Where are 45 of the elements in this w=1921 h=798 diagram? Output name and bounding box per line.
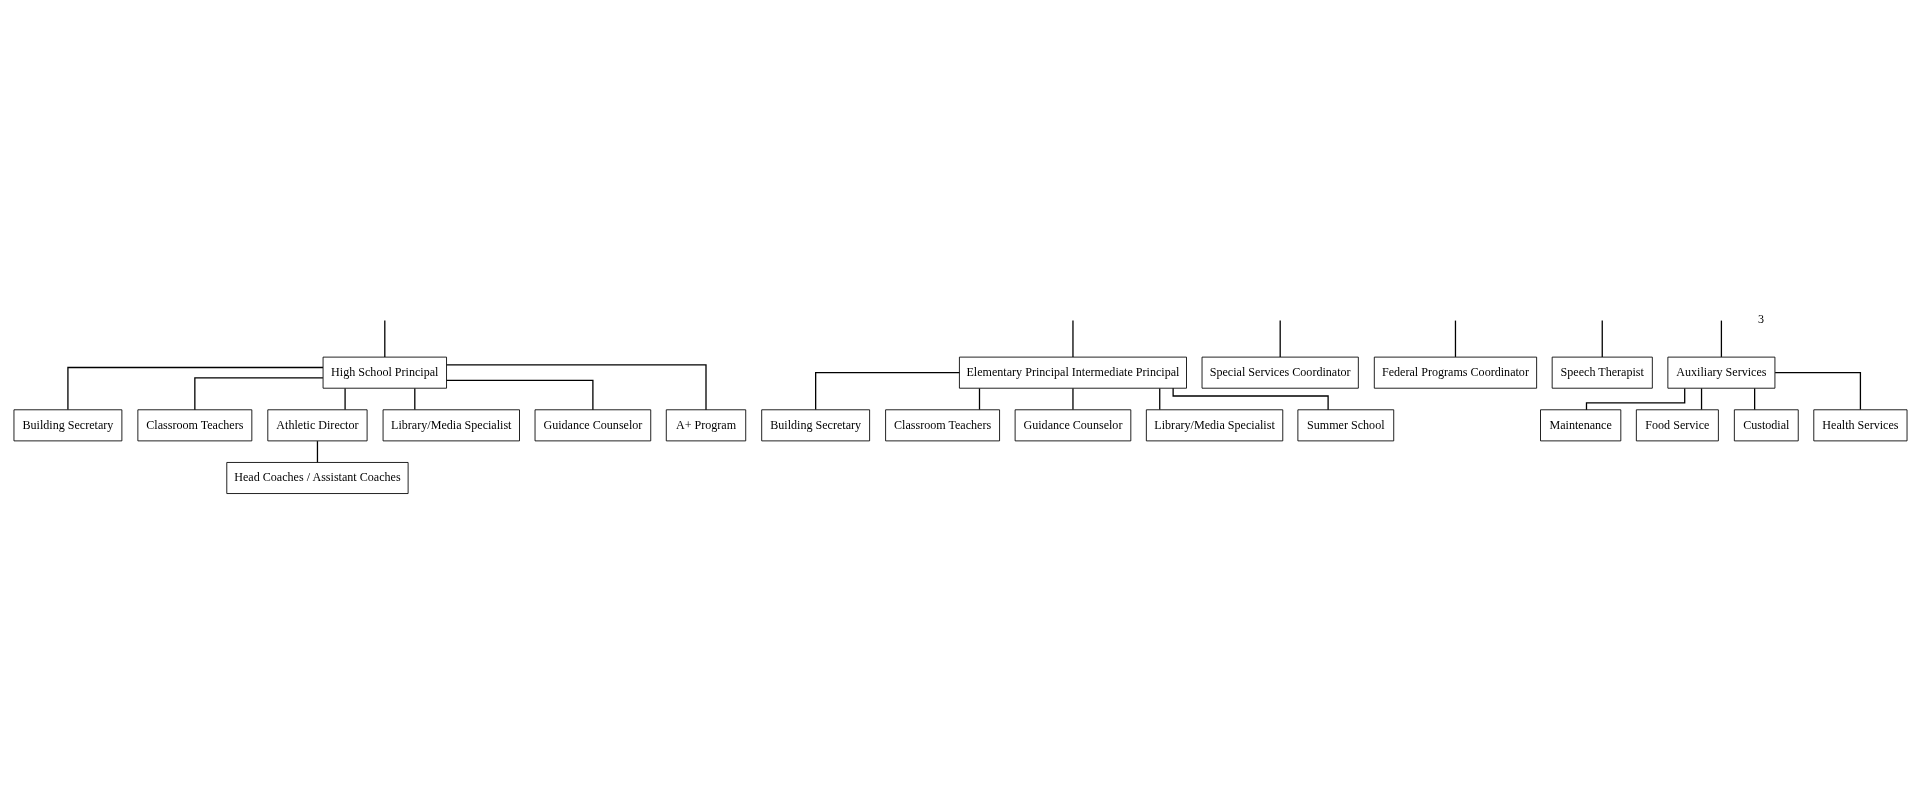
node-box: Special Services Coordinator [1201,356,1359,389]
node-box: High School Principal [322,356,447,389]
connector [978,387,981,411]
connector [1601,319,1603,358]
connector [1754,387,1756,411]
node-box: Guidance Counselor [534,409,652,442]
node-box: Health Services [1813,409,1908,442]
node-box: Building Secretary [761,409,871,442]
node-box: Building Secretary [13,409,123,442]
node-box: Speech Therapist [1551,356,1653,389]
node-box: Food Service [1635,409,1719,442]
node-box: Maintenance [1540,409,1622,442]
connector [1454,319,1457,358]
node-box: Custodial [1733,409,1799,442]
connector [1279,319,1281,358]
connector [344,387,346,411]
node-box: Auxiliary Services [1667,356,1776,389]
connector [1720,319,1723,358]
connector [1700,387,1703,411]
connector [1072,387,1074,411]
node-box: Library/Media Specialist [1145,409,1284,442]
connector [316,440,319,463]
node-box: Library/Media Specialist [382,409,520,442]
connector [446,364,707,411]
connector [194,377,324,411]
connector [446,379,594,411]
node-box: Guidance Counselor [1014,409,1132,442]
connector [1072,319,1074,358]
node-box: Classroom Teachers [885,409,1000,442]
connector [1159,387,1161,411]
node-box: Summer School [1297,409,1395,442]
node-box: Head Coaches / Assistant Coaches [226,462,409,494]
node-box: Classroom Teachers [137,409,253,442]
node-box: Athletic Director [267,409,368,442]
connector [1774,372,1862,411]
node-box: A+ Program [665,409,747,442]
connector [1172,387,1329,411]
node-box: Federal Programs Coordinator [1373,356,1538,389]
node-box: Elementary Principal Intermediate Principal [959,356,1187,389]
connector [384,319,386,358]
connector [815,372,960,411]
connector [1585,387,1686,411]
connector [414,387,416,411]
connector [67,366,324,411]
label: 3 [1758,312,1765,327]
